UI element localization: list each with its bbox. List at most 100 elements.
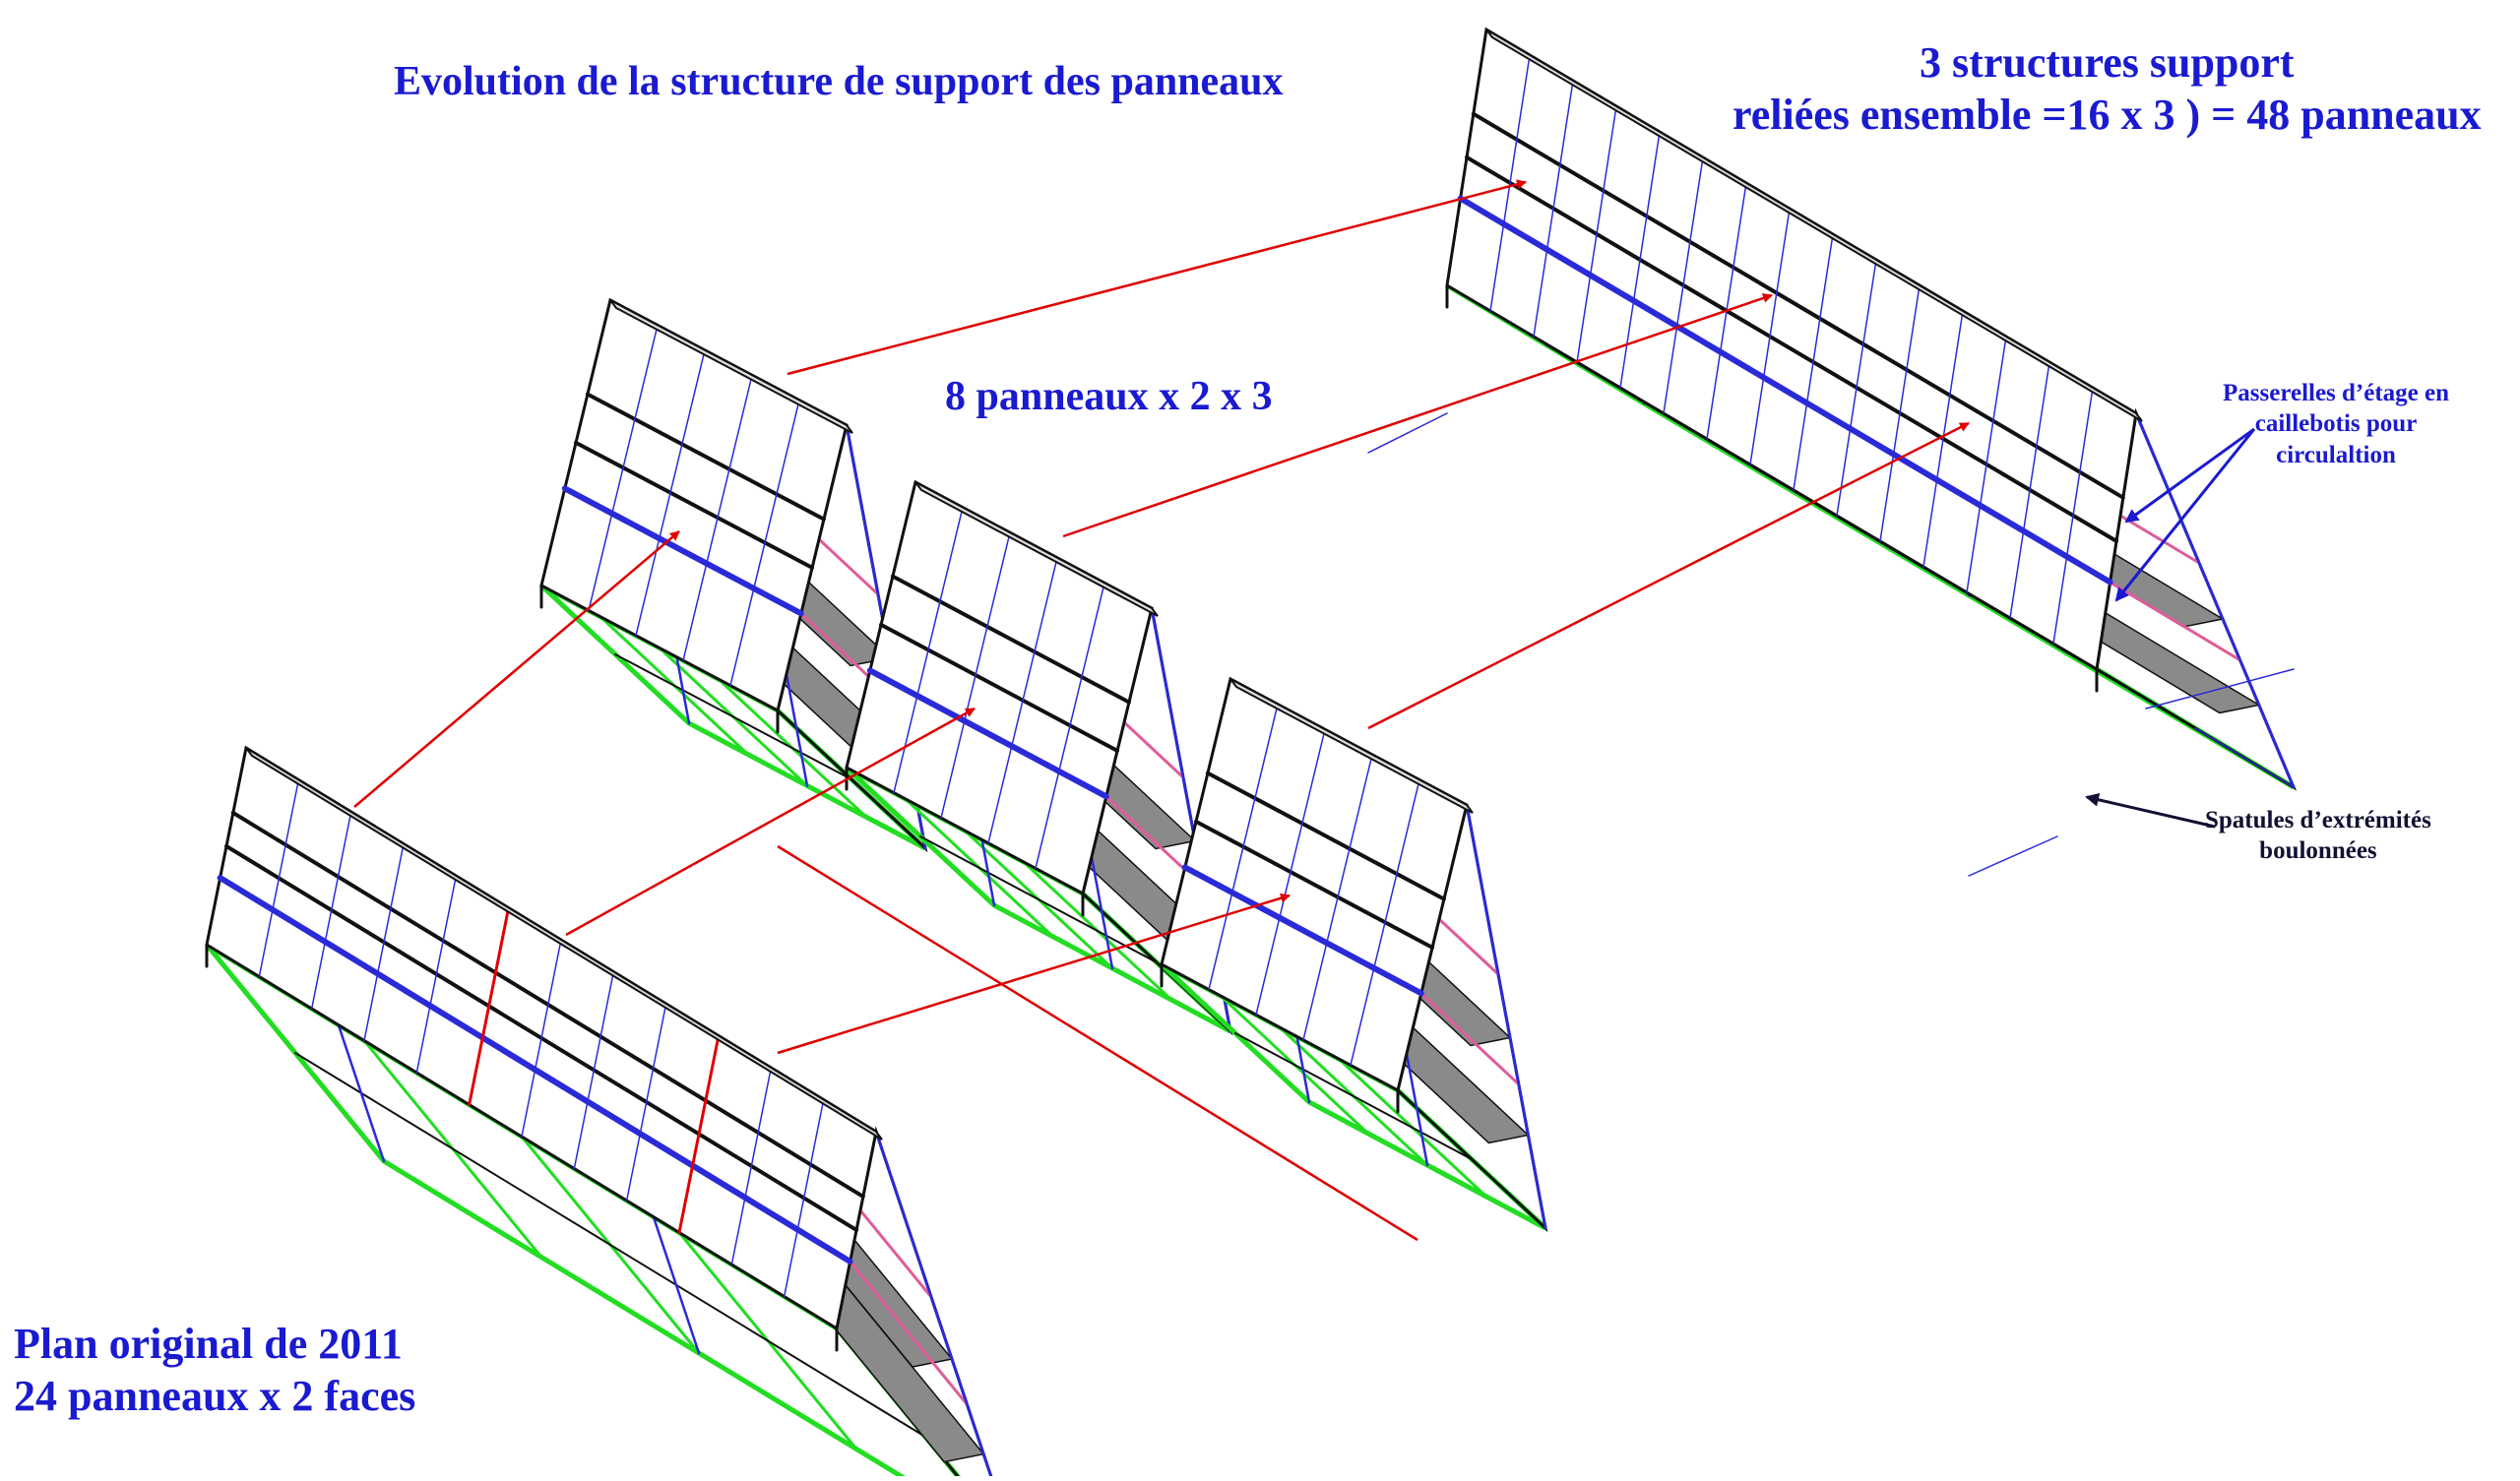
structure-module-3-panel-column — [1255, 728, 1326, 1016]
structure-module-3-panel-face — [1160, 676, 1474, 1114]
structure-original-ridge-cap — [245, 747, 883, 1141]
structure-final-panel-column — [1489, 54, 1531, 312]
structure-module-3-panel-column — [1208, 703, 1279, 991]
red-alignment-line — [777, 844, 1418, 1242]
structure-original-panel-column — [415, 875, 458, 1074]
structure-module-2-mid-beam — [866, 667, 1109, 800]
walkway-line-3: circulaltion — [2276, 441, 2396, 468]
structure-module-1 — [539, 297, 928, 853]
structure-module-3-panel-column — [1302, 754, 1373, 1041]
structure-module-1-panel-row-divider — [574, 440, 815, 570]
structure-final-panel-column — [2009, 361, 2050, 619]
structure-original-pink-brace — [849, 1260, 969, 1406]
structure-original-panel-column — [521, 939, 562, 1138]
original-plan-line-2: 24 panneaux x 2 faces — [14, 1371, 416, 1420]
final-structure-line-1: 3 structures support — [1920, 38, 2295, 87]
structure-original-panel-column — [783, 1098, 825, 1298]
structure-module-3-base-center-rail — [1234, 1032, 1473, 1160]
original-plan-line-1: Plan original de 2011 — [14, 1320, 403, 1368]
structures-layer — [205, 27, 2298, 1481]
structure-module-2-panel-row-divider — [879, 622, 1120, 753]
structure-original-pink-brace — [858, 1208, 933, 1299]
structure-final-pink-brace — [2118, 514, 2201, 565]
structure-original-panel-column — [363, 842, 405, 1042]
structure-module-1-mid-beam — [561, 485, 804, 617]
arrows-layer — [353, 179, 1970, 1242]
end-spatula-line-2: boulonnées — [2259, 837, 2377, 865]
end-spatula-line-1: Spatules d’extrémités — [2205, 807, 2431, 833]
structure-original-panel-column — [468, 906, 511, 1106]
structure-final-panel-face — [1445, 27, 2143, 693]
structure-final — [1445, 27, 2298, 791]
red-link-arrow — [1367, 421, 1970, 730]
structure-final-panel-column — [1879, 284, 1921, 542]
structure-module-1-pink-brace — [817, 537, 880, 596]
structure-module-3-panel-row-divider — [1205, 771, 1446, 901]
spatula-callout-arrow — [2085, 792, 2216, 829]
structure-module-1-panel-column — [635, 349, 706, 637]
structure-module-2-ridge-cap — [914, 481, 1159, 617]
structure-module-3-pink-brace — [1437, 917, 1500, 976]
structure-final-panel-column — [1576, 105, 1617, 363]
structure-module-2-base-center-rail — [919, 835, 1158, 963]
structure-module-2-panel-column — [987, 557, 1058, 844]
structure-module-1-panel-column — [588, 324, 659, 612]
walkway-line-1: Passerelles d’étage en — [2223, 380, 2450, 406]
callouts-layer — [1367, 412, 2295, 877]
red-link-arrow — [787, 179, 1527, 376]
walkway-line-2: caillebotis pour — [2254, 410, 2418, 438]
structure-final-rear-leg — [2134, 411, 2296, 789]
structure-module-1-panel-column — [682, 374, 753, 661]
structure-module-3-panel-row-divider — [1194, 819, 1435, 950]
structure-module-3-pink-brace — [1419, 991, 1521, 1086]
dimension-line — [1367, 412, 1448, 454]
structure-final-panel-column — [1663, 156, 1704, 414]
structure-final-panel-column — [1836, 259, 1877, 517]
structure-original-panel-column — [677, 1034, 721, 1234]
structure-module-3-panel-column — [1350, 778, 1420, 1067]
structure-module-1-ridge-cap — [609, 299, 853, 434]
structure-module-3-ridge-cap — [1229, 678, 1474, 814]
red-link-arrow — [1062, 293, 1773, 538]
structure-module-2 — [845, 479, 1233, 1036]
dimension-line — [2145, 668, 2295, 710]
walkway-callout-arrow — [2114, 428, 2256, 602]
structure-original-panel-face — [205, 745, 883, 1352]
structure-original-panel-column — [625, 1003, 667, 1202]
structure-final-panel-row-divider — [1465, 154, 2119, 543]
walkway-annotation: Passerelles d’étage en caillebotis pour … — [2223, 378, 2449, 470]
structure-module-2-panel-row-divider — [890, 574, 1131, 705]
structure-module-1-panel-row-divider — [585, 392, 826, 522]
structure-module-2-panel-column — [1035, 582, 1105, 870]
final-structure-label: 3 structures support reliées ensemble =1… — [1732, 37, 2482, 142]
structure-module-2-panel-face — [845, 479, 1159, 917]
structure-original-panel-column — [730, 1067, 773, 1265]
structure-final-mid-beam — [1457, 195, 2113, 586]
structure-module-1-base-center-rail — [614, 653, 852, 780]
diagram-title: Evolution de la structure de support des… — [394, 59, 1284, 104]
end-spatula-annotation: Spatules d’extrémités boulonnées — [2205, 805, 2431, 867]
structure-final-pink-brace — [2109, 581, 2242, 662]
dimension-line — [1968, 835, 2058, 877]
red-link-arrow — [565, 707, 976, 937]
walkway-callout-arrow — [2124, 427, 2255, 524]
structure-module-2-panel-column — [940, 531, 1011, 819]
structure-original-panel-column — [573, 970, 615, 1170]
dimension-line — [2194, 727, 2295, 788]
structure-module-2-pink-brace — [1122, 720, 1185, 779]
structure-final-ridge-cap — [1485, 29, 2143, 422]
structure-final-panel-column — [1793, 233, 1834, 491]
final-structure-line-2: reliées ensemble =16 x 3 ) = 48 panneaux — [1732, 90, 2482, 139]
structure-original-panel-column — [258, 778, 300, 978]
structure-module-3-mid-beam — [1181, 864, 1424, 997]
structure-final-panel-column — [1749, 208, 1791, 465]
structure-module-1-panel-face — [539, 297, 853, 734]
red-link-arrow — [353, 530, 680, 808]
red-link-arrow — [777, 893, 1291, 1055]
structure-original — [205, 745, 994, 1481]
structure-final-panel-column — [1922, 310, 1964, 568]
structure-original-base-center-rail — [294, 1052, 926, 1438]
structure-original-panel-column — [310, 811, 352, 1010]
